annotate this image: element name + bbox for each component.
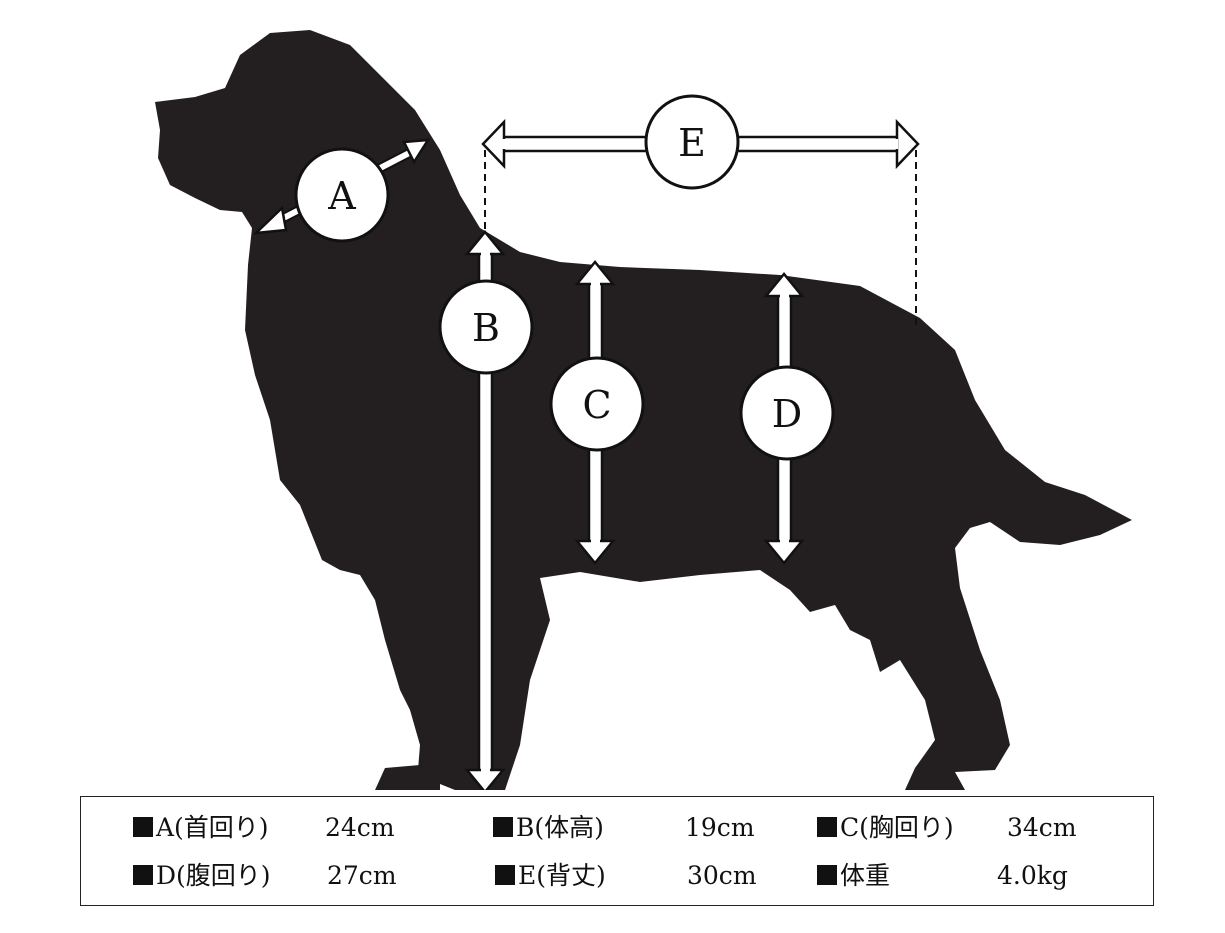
black-square-icon (817, 817, 837, 837)
arrow-a: A (252, 138, 431, 243)
measurement-value: 24cm (325, 813, 395, 842)
measurement-item: E(背丈) (495, 852, 606, 900)
black-square-icon (133, 817, 153, 837)
black-square-icon (493, 817, 513, 837)
arrow-c: C (549, 260, 645, 565)
label-e: E (678, 121, 706, 165)
black-square-icon (133, 865, 153, 885)
label-a: A (327, 174, 356, 218)
measurement-value: 34cm (1007, 813, 1077, 842)
arrow-d: D (739, 272, 835, 565)
measurement-value: 30cm (687, 861, 757, 890)
measurements-row: D(腹回り) 27cm E(背丈) 30cm 体重 4.0kg (81, 852, 1153, 900)
dog-measurement-diagram: A E B C D (155, 30, 1132, 790)
measurement-item: B(体高) (493, 804, 604, 852)
measurement-value: 4.0kg (997, 861, 1068, 890)
black-square-icon (817, 865, 837, 885)
measurements-row: A(首回り) 24cm B(体高) 19cm C(胸回り) 34cm (81, 804, 1153, 852)
arrow-e: E (481, 94, 920, 190)
measurement-value: 19cm (685, 813, 755, 842)
measurement-item: C(胸回り) (817, 804, 954, 852)
measurement-item: A(首回り) (133, 804, 269, 852)
measurement-item: D(腹回り) (133, 852, 271, 900)
measurements-table: A(首回り) 24cm B(体高) 19cm C(胸回り) 34cm D(腹回り… (80, 796, 1154, 906)
label-c: C (582, 383, 611, 427)
black-square-icon (495, 865, 515, 885)
measurement-value: 27cm (327, 861, 397, 890)
arrow-b: B (438, 230, 534, 790)
label-b: B (472, 306, 500, 350)
measurement-item: 体重 (817, 852, 890, 900)
label-d: D (772, 392, 802, 436)
